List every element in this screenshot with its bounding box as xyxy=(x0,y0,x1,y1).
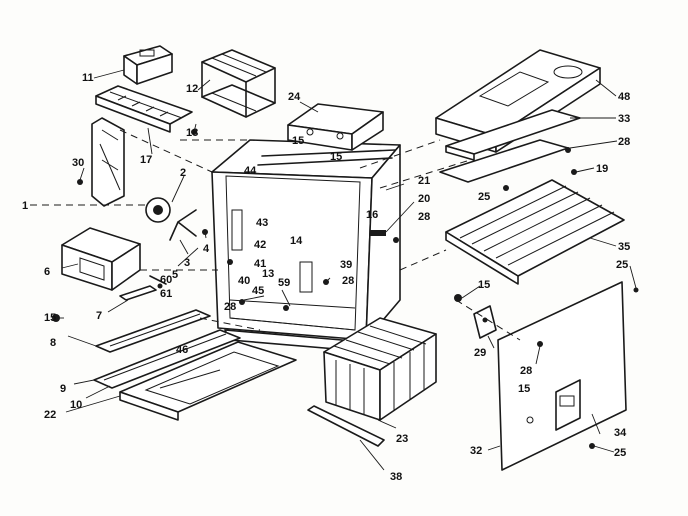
part-12-shelf-rack xyxy=(201,49,276,118)
callout-17: 17 xyxy=(140,154,152,166)
fan-motor-assembly xyxy=(145,197,208,241)
callout-9: 9 xyxy=(60,383,66,395)
callout-35: 35 xyxy=(618,241,630,253)
callout-15-right: 15 xyxy=(478,279,490,291)
part-9-10-rail xyxy=(93,329,241,389)
callout-39: 39 xyxy=(340,259,352,271)
callout-44: 44 xyxy=(244,165,257,177)
callout-11: 11 xyxy=(82,72,94,84)
callout-30: 30 xyxy=(72,157,84,169)
callout-29: 29 xyxy=(474,347,486,359)
callout-25-upper: 25 xyxy=(478,191,490,203)
callout-25-right: 25 xyxy=(616,259,628,271)
callout-22: 22 xyxy=(44,409,56,421)
part-29-bracket xyxy=(473,305,497,339)
callout-10: 10 xyxy=(70,399,82,411)
callout-45: 45 xyxy=(252,285,264,297)
callout-4: 4 xyxy=(203,243,210,255)
ice-maker-bracket xyxy=(91,117,125,207)
callout-25-bottom: 25 xyxy=(614,447,626,459)
callout-28-top-right: 28 xyxy=(618,136,630,148)
callout-3: 3 xyxy=(184,257,190,269)
part-22-bottom-tray xyxy=(119,341,297,421)
callout-28-left: 28 xyxy=(224,301,236,313)
part-6-bin xyxy=(61,227,141,291)
callout-8: 8 xyxy=(50,337,56,349)
part-32-back-panel xyxy=(497,281,627,471)
callout-28-center: 28 xyxy=(342,275,354,287)
callout-32: 32 xyxy=(470,445,482,457)
callout-21: 21 xyxy=(418,175,430,187)
callout-34: 34 xyxy=(614,427,627,439)
small-brackets xyxy=(119,275,167,301)
part-8-rail xyxy=(95,309,211,353)
fasteners xyxy=(52,129,639,449)
callout-2: 2 xyxy=(180,167,186,179)
callout-28-right: 28 xyxy=(418,211,430,223)
part-33-tray xyxy=(439,109,581,183)
callout-15-top: 15 xyxy=(292,135,304,147)
assembly-lines xyxy=(30,129,521,341)
callout-5: 5 xyxy=(172,269,178,281)
callout-15-left: 15 xyxy=(44,312,56,324)
callout-41: 41 xyxy=(254,258,266,270)
callout-15-panel: 15 xyxy=(518,383,530,395)
leader-lines xyxy=(56,69,637,471)
callout-12: 12 xyxy=(186,83,198,95)
callout-18: 18 xyxy=(186,127,198,139)
callout-24: 24 xyxy=(288,91,301,103)
callout-7: 7 xyxy=(96,310,102,322)
callout-20: 20 xyxy=(418,193,430,205)
callout-15-mid: 15 xyxy=(330,151,342,163)
part-24-top-cover xyxy=(287,103,384,151)
callout-42: 42 xyxy=(254,239,266,251)
part-23-wire-basket xyxy=(323,317,437,421)
callout-46: 46 xyxy=(176,344,188,356)
part-11-ice-bucket xyxy=(123,45,173,85)
callout-33: 33 xyxy=(618,113,630,125)
callout-1: 1 xyxy=(22,200,28,212)
part-38-strip xyxy=(307,405,385,447)
callout-61: 61 xyxy=(160,288,172,300)
callout-38: 38 xyxy=(390,471,402,483)
callout-59: 59 xyxy=(278,277,290,289)
callout-60: 60 xyxy=(160,274,172,286)
callout-48: 48 xyxy=(618,91,630,103)
part-17-ice-tray xyxy=(95,85,193,133)
callout-13: 13 xyxy=(262,268,274,280)
callout-6: 6 xyxy=(44,266,50,278)
callout-14: 14 xyxy=(290,235,303,247)
callout-28-panel: 28 xyxy=(520,365,532,377)
callouts: 11 12 18 17 30 1 2 3 4 5 6 60 61 7 15 8 … xyxy=(22,72,630,483)
callout-16: 16 xyxy=(366,209,378,221)
part-35-wire-shelf xyxy=(445,179,625,285)
callout-23: 23 xyxy=(396,433,408,445)
callout-19: 19 xyxy=(596,163,608,175)
callout-43: 43 xyxy=(256,217,268,229)
callout-40: 40 xyxy=(238,275,250,287)
cabinet-liner xyxy=(211,139,401,353)
